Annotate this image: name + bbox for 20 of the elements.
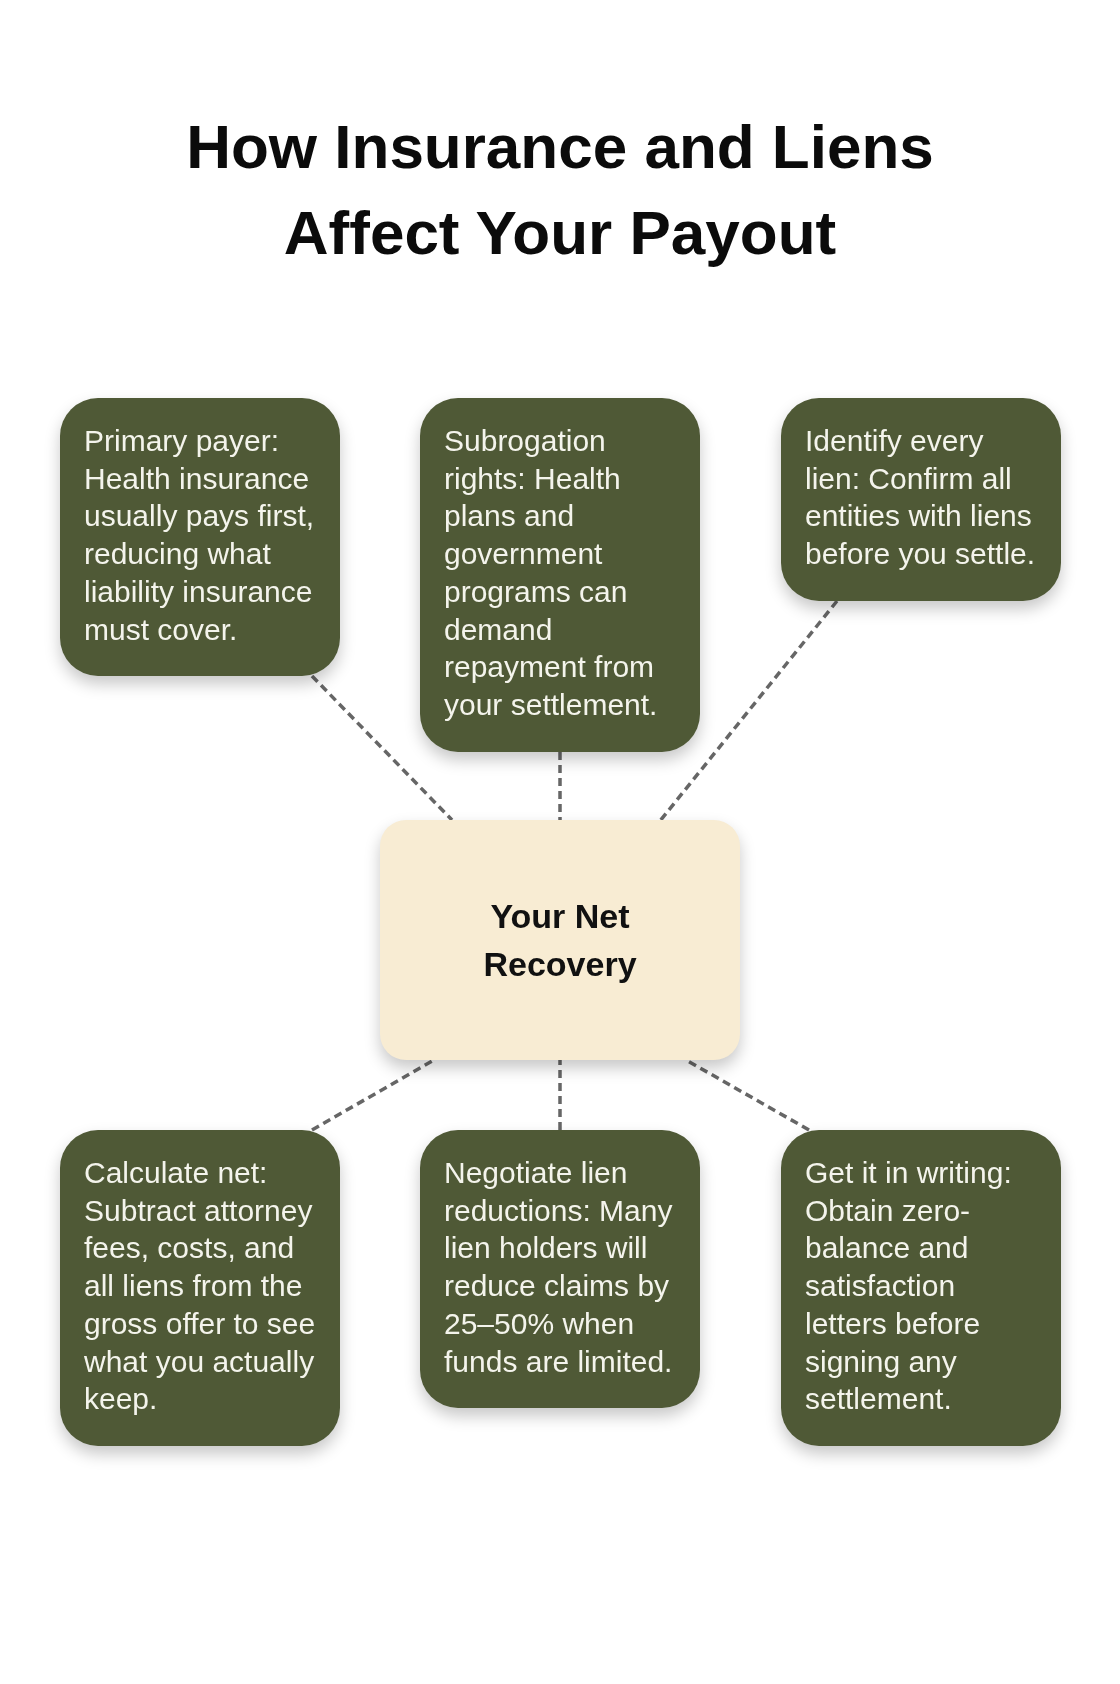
info-box [420, 1130, 700, 1409]
info-text: Calculate net: Subtract attorney fees, costs, and all liens from the gross offer to see what you actually keep. [84, 1155, 317, 1418]
info-text: Subrogation rights: Health plans and government programs can demand repayment from your settlement. [444, 423, 659, 723]
title: How Insurance and Liens Affect Your Payout [185, 111, 935, 269]
info-box [60, 398, 340, 677]
info-box [781, 398, 1061, 601]
info-text: Identify every lien: Confirm all entities with liens before you settle. [805, 423, 1037, 573]
info-box [60, 1130, 340, 1446]
info-text: Primary payer: Health insurance usually pays first, reducing what liability insurance must cover. [84, 423, 316, 648]
info-box [781, 1130, 1061, 1446]
summary-text: Your Net Recovery [482, 896, 638, 985]
info-text: Get it in writing: Obtain zero-balance and satisfaction letters before signing any settlement. [805, 1155, 1013, 1418]
dashed-connector [558, 1060, 562, 1130]
info-box [420, 398, 700, 752]
dashed-connector [311, 1058, 435, 1132]
info-text: Negotiate lien reductions: Many lien holders will reduce claims by 25–50% when funds are limited. [444, 1155, 674, 1380]
dashed-connector [659, 599, 839, 822]
dashed-connector [558, 752, 562, 820]
dashed-connector [310, 674, 454, 822]
summary-box [380, 820, 740, 1060]
